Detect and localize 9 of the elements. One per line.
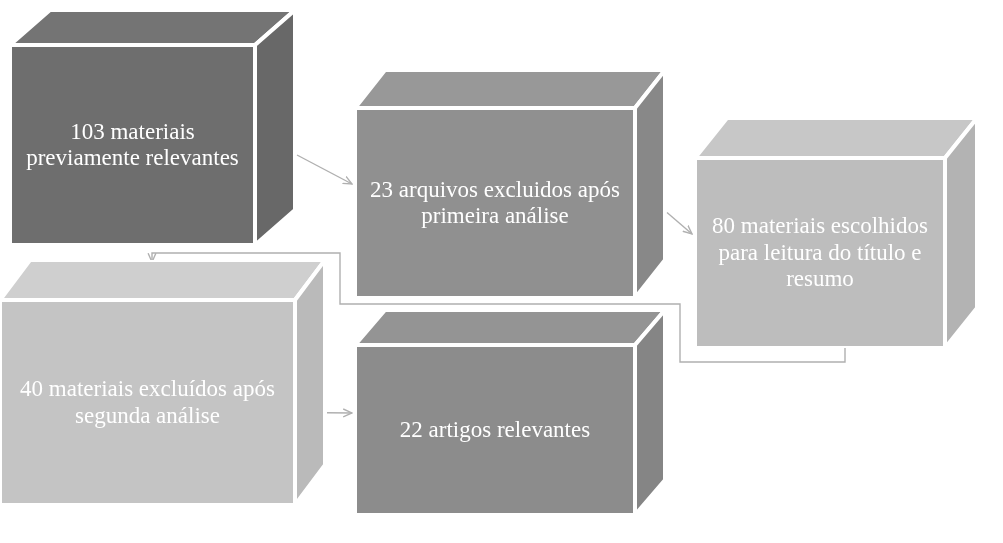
arrow: [147, 252, 846, 363]
arrow: [326, 408, 353, 418]
arrow: [296, 154, 353, 185]
block-text: 80 materiais escolhidos para leitura do título e resumo: [711, 213, 929, 293]
block-text: 40 materiais excluídos após segunda análise: [19, 376, 276, 429]
block-text: 23 arquivos excluidos após primeira análise: [369, 176, 621, 230]
arrow: [666, 211, 693, 235]
block-text: 103 materiais previamente relevantes: [25, 118, 240, 172]
block-text: 22 artigos relevantes: [399, 416, 591, 444]
